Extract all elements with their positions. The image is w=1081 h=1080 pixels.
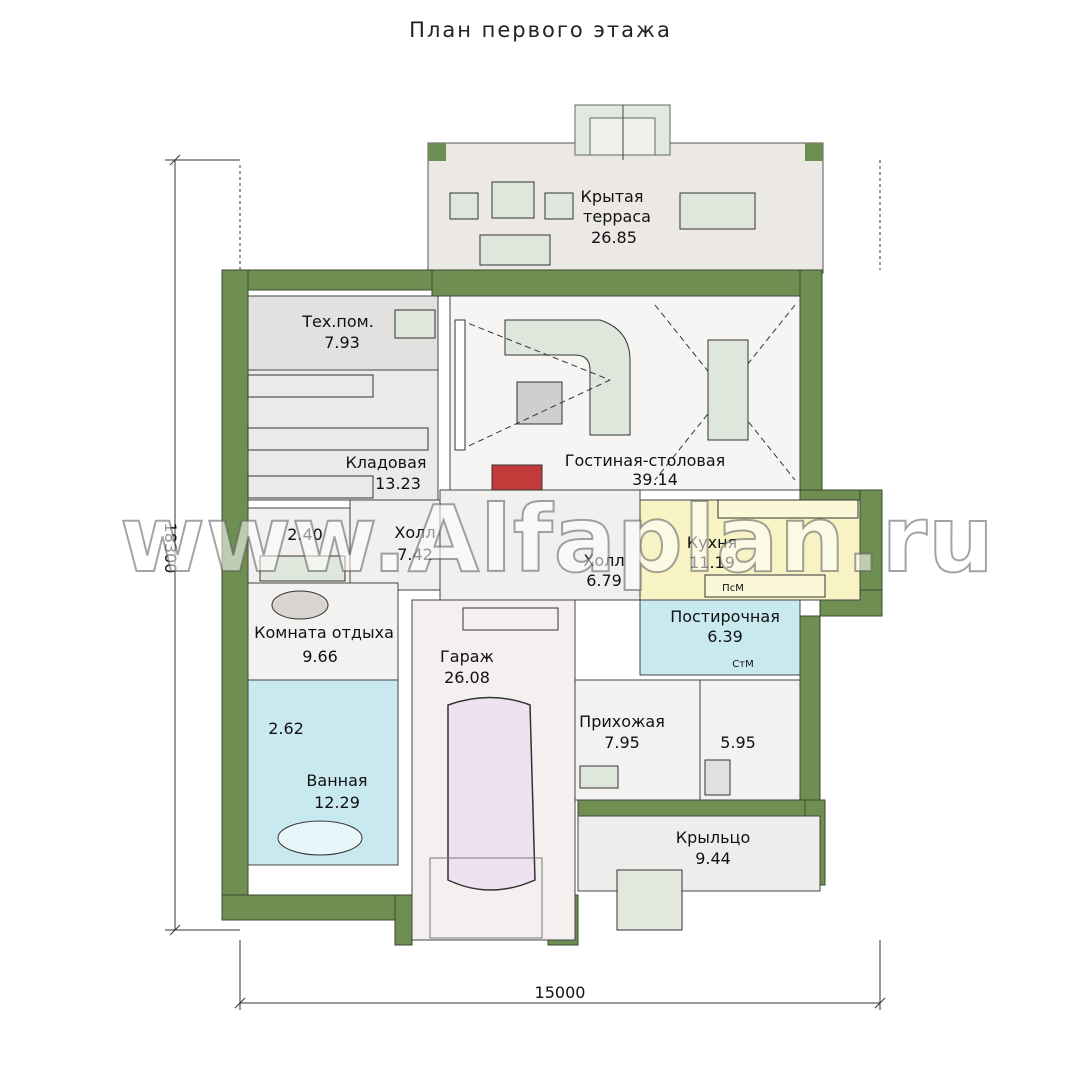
room-pantry [247,369,439,501]
garage-area: 26.08 [444,668,490,687]
laundry-name: Постирочная [670,607,780,626]
bath-area: 12.29 [314,793,360,812]
laundry-area: 6.39 [707,627,743,646]
dimension-lines [165,154,886,1010]
living-name: Гостиная-столовая [565,451,726,470]
terrace-area: 26.85 [591,228,637,247]
room-rest [247,582,399,681]
rest-name: Комната отдыха [254,623,394,642]
hall1-name: Холл [394,523,435,542]
dimension-width: 15000 [535,983,586,1002]
terrace-name-1: Крытая [581,187,644,206]
bath-name: Ванная [306,771,367,790]
garage-name: Гараж [440,647,494,666]
kitchen-area: 11.19 [689,553,735,572]
porch-name: Крыльцо [676,828,750,847]
terrace-name-2: терраса [583,207,651,226]
room-labels: Крытая терраса 26.85 Тех.пом. 7.93 Кладо… [254,187,780,868]
hall2-name: Холл [583,551,624,570]
room-hall2 [439,489,641,601]
tech-name: Тех.пом. [301,312,374,331]
dishwasher-label: ПсМ [722,583,744,594]
closet-area: 5.95 [720,733,756,752]
pantry-area: 13.23 [375,474,421,493]
terrace-area [427,104,824,274]
hall1-area: 7.42 [397,545,433,564]
furniture [247,304,859,939]
room-hall1 [349,499,441,591]
plan-title: План первого этажа [409,18,672,42]
wc-area: 2.40 [287,525,323,544]
entry-area: 7.95 [604,733,640,752]
room-laundry [639,599,801,676]
entry-name: Прихожая [579,712,665,731]
kitchen-name: Кухня [687,533,737,552]
dimension-height: 18300 [161,523,180,574]
shower-area: 2.62 [268,719,304,738]
tech-area: 7.93 [324,333,360,352]
washer-label: СтМ [732,659,753,670]
pantry-name: Кладовая [345,453,426,472]
hall2-area: 6.79 [586,571,622,590]
rest-area: 9.66 [302,647,338,666]
living-area: 39.14 [632,470,678,489]
porch-area: 9.44 [695,849,731,868]
